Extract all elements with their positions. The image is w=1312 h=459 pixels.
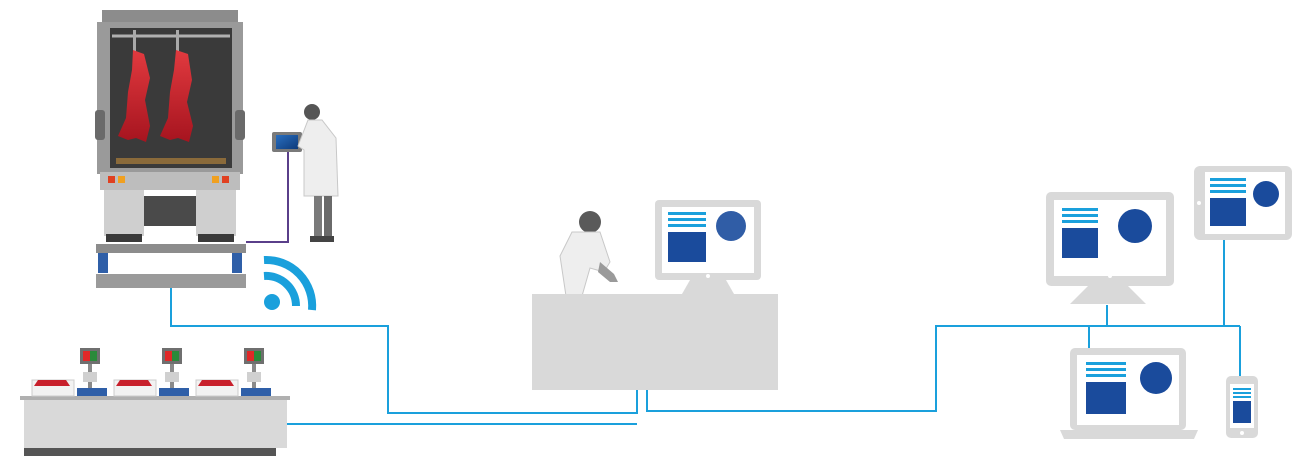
edge-truck-to-terminal [246, 150, 288, 242]
laptop-icon [1060, 348, 1198, 439]
tablet-icon [1194, 166, 1292, 240]
terminal-icon [272, 132, 302, 152]
person-icon [560, 211, 618, 296]
monitor-icon [1046, 192, 1174, 304]
person-icon [298, 104, 338, 242]
office-desk [532, 200, 778, 390]
truck-icon [95, 10, 246, 288]
scale-icon [20, 348, 290, 456]
phone-icon [1226, 376, 1258, 438]
desk [532, 294, 778, 390]
scale-unit-3 [196, 348, 271, 396]
monitor-icon [655, 200, 761, 294]
scale-unit-2 [114, 348, 189, 396]
scale-unit-1 [32, 348, 107, 396]
wifi-icon [264, 260, 312, 310]
